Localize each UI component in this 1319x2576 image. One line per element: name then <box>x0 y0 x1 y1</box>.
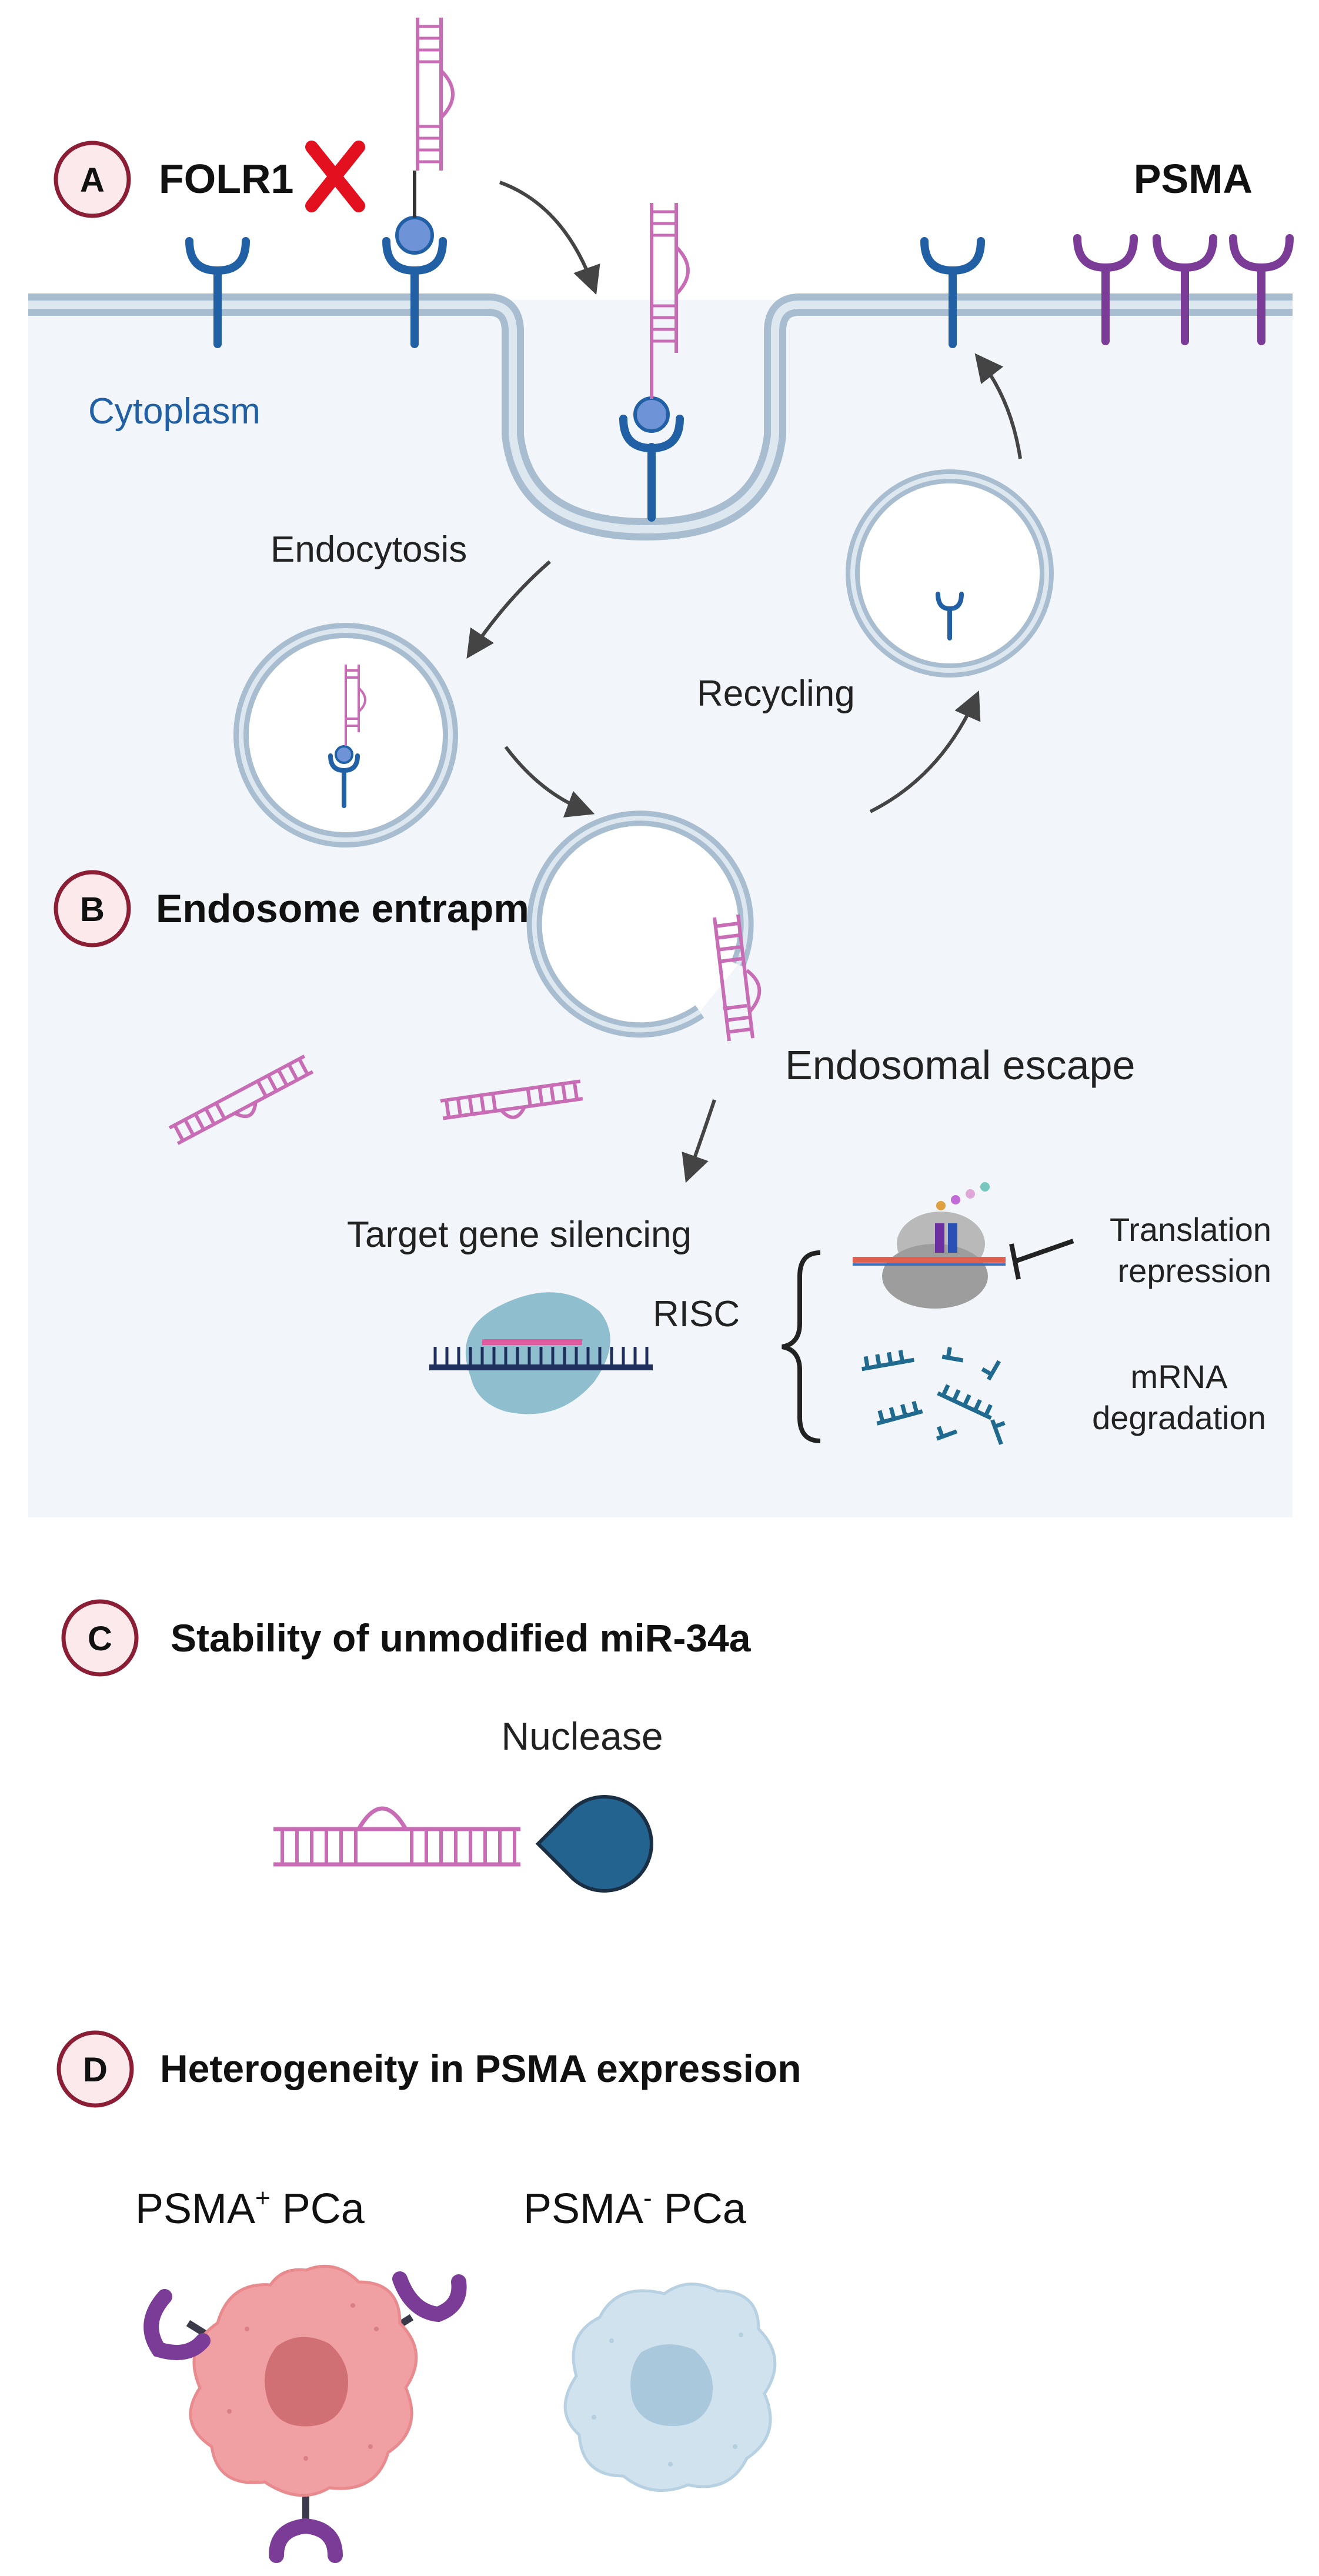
recycling-endosome-receptor <box>936 592 964 640</box>
badge-d: D <box>56 2030 134 2108</box>
translation-repression-label-2: repression <box>1118 1252 1271 1289</box>
psma-negative-label: PSMA- PCa <box>523 2184 747 2233</box>
cell-membrane-inner <box>28 301 1293 534</box>
badge-c: C <box>61 1599 139 1677</box>
arrow-to-silencing <box>682 1099 716 1183</box>
red-x-icon <box>305 141 365 212</box>
psma-negative-cell <box>563 2283 777 2492</box>
heterogeneity-title: Heterogeneity in PSMA expression <box>160 2047 802 2090</box>
psma-positive-cell <box>143 2264 467 2563</box>
inhibition-icon <box>1009 1239 1074 1280</box>
endosome-entrapment-title: Endosome entrapment <box>156 886 589 931</box>
risc-label: RISC <box>653 1294 740 1334</box>
psma-positive-label: PSMA+ PCa <box>135 2184 365 2233</box>
extracellular-area <box>0 0 1319 300</box>
badge-a-letter: A <box>80 161 105 199</box>
mrna-degradation-label-2: degradation <box>1092 1399 1266 1436</box>
badge-a: A <box>54 141 131 218</box>
ribosome-icon <box>853 1182 1006 1309</box>
folr1-receptor-1 <box>185 237 250 348</box>
translation-repression-label-1: Translation <box>1110 1211 1271 1248</box>
psma-receptor-3 <box>1229 234 1294 345</box>
badge-c-letter: C <box>88 1620 112 1658</box>
psma-receptor-2 <box>1153 234 1217 345</box>
recycling-endosome <box>846 469 1054 678</box>
mirna-hairpin-internalizing <box>650 203 690 399</box>
psma-positive-base: PSMA <box>135 2185 255 2233</box>
risc-complex <box>429 1292 653 1414</box>
psma-receptor-1 <box>1073 234 1138 345</box>
folr1-receptor-internalizing <box>619 415 684 522</box>
folr1-label: FOLR1 <box>159 156 293 202</box>
mrna-fragments-icon <box>861 1347 1006 1445</box>
folr1-receptor-2 <box>382 237 447 348</box>
psma-negative-sup: - <box>643 2184 652 2213</box>
folr1-receptor-recycled <box>920 237 985 348</box>
folate-ligand-2 <box>633 396 670 433</box>
endosomal-escape-label: Endosomal escape <box>785 1042 1135 1088</box>
nuclease-label: Nuclease <box>501 1714 663 1758</box>
arrow-uptake <box>499 181 600 295</box>
arrow-recycle-to-membrane <box>974 353 1022 459</box>
psma-positive-tail: PCa <box>271 2185 365 2233</box>
unmodified-mirna-duplex <box>273 1806 520 1867</box>
recycling-label: Recycling <box>697 673 855 714</box>
escaping-mirna <box>713 914 762 1042</box>
psma-negative-tail: PCa <box>652 2185 747 2233</box>
endocytosis-label: Endocytosis <box>271 529 467 570</box>
cytoplasm-label: Cytoplasm <box>88 391 261 432</box>
mirna-hairpin-top <box>416 18 455 171</box>
mrna-degradation-label-1: mRNA <box>1131 1358 1228 1395</box>
free-mirna-1 <box>168 1055 314 1145</box>
nuclease-icon <box>535 1795 653 1893</box>
free-mirna-2 <box>440 1079 583 1120</box>
stability-title: Stability of unmodified miR-34a <box>171 1616 752 1660</box>
arrow-to-recycling <box>869 690 981 813</box>
curly-brace <box>782 1250 821 1443</box>
badge-b-letter: B <box>80 890 105 929</box>
early-endosome-cargo <box>328 665 366 808</box>
psma-positive-sup: + <box>255 2184 271 2213</box>
psma-negative-base: PSMA <box>523 2185 643 2233</box>
target-gene-silencing-label: Target gene silencing <box>347 1214 692 1255</box>
arrow-to-late-endosome <box>504 746 595 817</box>
late-endosome <box>526 810 754 1038</box>
folate-ligand-1 <box>395 216 434 255</box>
psma-label: PSMA <box>1134 156 1253 202</box>
badge-d-letter: D <box>83 2051 108 2089</box>
badge-b: B <box>54 870 131 947</box>
arrow-endocytosis <box>466 560 551 659</box>
